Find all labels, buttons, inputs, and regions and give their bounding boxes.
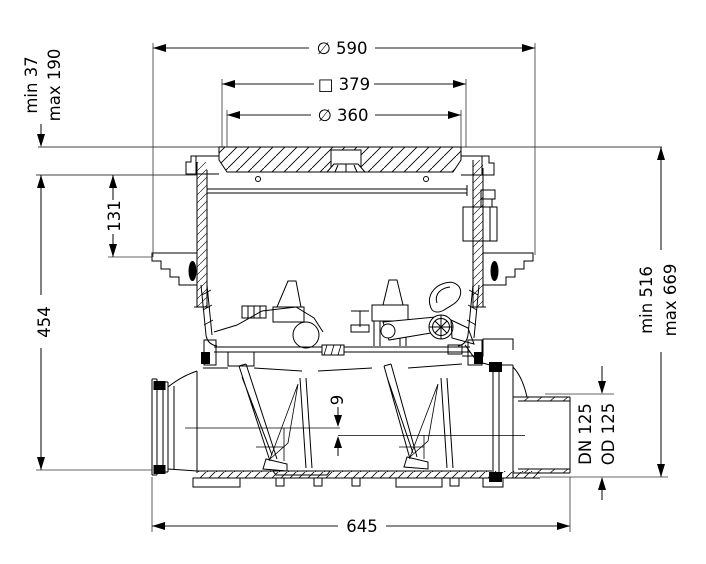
dim-label-cover-diameter: ∅ 590 <box>316 39 367 58</box>
shaft-boss <box>292 321 320 349</box>
dimension-cover-diameter: ∅ 590 <box>152 37 536 257</box>
chamber-cross-section <box>151 146 571 488</box>
foot <box>351 477 361 487</box>
flap2-open-phantom <box>409 383 439 458</box>
cover-screw-right <box>423 176 429 182</box>
dim-label-outlet-dn: DN 125 <box>576 403 595 465</box>
dimension-total-height: min 516 max 669 <box>540 147 680 478</box>
locking-knob-1 <box>276 280 302 308</box>
flange-left <box>151 252 198 286</box>
base-hatched-strip <box>197 471 540 478</box>
dim-label-invert-drop: 9 <box>328 395 347 406</box>
dimension-opening-diameter: ∅ 360 <box>226 104 462 147</box>
outlet-pipe <box>513 396 571 474</box>
inlet-socket <box>151 370 198 476</box>
backwater-flap-1 <box>227 351 313 472</box>
dimension-outlet-pipe: DN 125 OD 125 <box>545 366 618 500</box>
locking-knob-2 <box>382 279 404 306</box>
dim-label-cover-adjust-max: max 190 <box>45 49 64 122</box>
flap2-hinge <box>403 456 429 470</box>
flap1-open-phantom <box>269 383 299 460</box>
dim-label-upper-depth: 131 <box>105 200 124 232</box>
chamber1-rear-wall <box>299 377 313 469</box>
cover-edge-right <box>461 155 495 176</box>
foot <box>449 477 460 487</box>
body-top-edges <box>196 363 463 473</box>
cover-seat-ring <box>206 185 468 196</box>
grip-handle <box>429 281 462 313</box>
dim-label-total-height-max: max 669 <box>661 264 680 337</box>
flap1-hinge <box>262 458 288 472</box>
clamp-detail <box>462 206 498 242</box>
dim-label-outlet-od: OD 125 <box>599 403 618 465</box>
outlet-seal-bottom <box>489 472 502 482</box>
foot <box>313 477 323 487</box>
lever-link <box>450 319 475 345</box>
flange-screw-right <box>490 261 499 281</box>
dimension-cover-adjust: min 37 max 190 <box>22 49 64 147</box>
dim-label-cover-adjust-min: min 37 <box>22 56 41 113</box>
upper-wall-left <box>197 162 207 307</box>
inlet-seal-top <box>153 381 166 390</box>
cover-screw-left <box>255 176 261 182</box>
chamber2-rear-wall <box>440 377 454 469</box>
inlet-seal-bottom <box>153 465 166 474</box>
dimension-overall-length: 645 <box>151 477 571 536</box>
dimension-upper-depth: 131 <box>105 175 152 258</box>
valve-mechanism <box>201 279 483 366</box>
dimension-invert-drop: 9 <box>185 395 525 456</box>
rod-coupling <box>321 344 345 356</box>
slope-plate <box>213 306 324 333</box>
outlet-socket <box>462 338 571 482</box>
flange-screw-left <box>188 261 197 281</box>
dimension-frame-square: □ 379 <box>221 73 467 147</box>
lower-walls <box>200 284 480 347</box>
base <box>192 471 540 488</box>
upper-wall-right <box>473 160 483 307</box>
backwater-flap-2 <box>383 363 454 470</box>
dimension-inlet-depth: 454 <box>35 175 152 471</box>
valve-body <box>151 338 571 488</box>
dim-label-total-height-min: min 516 <box>637 266 656 334</box>
flange-right <box>482 252 534 286</box>
dim-label-inlet-depth: 454 <box>35 306 54 338</box>
dim-label-opening-diameter: ∅ 360 <box>317 106 368 125</box>
foot <box>395 477 443 488</box>
dim-label-overall-length: 645 <box>346 517 378 536</box>
dim-label-frame-square: □ 379 <box>318 75 370 94</box>
upper-section <box>194 160 498 308</box>
cover-assembly <box>185 146 495 196</box>
outlet-seal-top <box>489 362 502 372</box>
lower-section <box>151 252 534 347</box>
foot <box>275 477 285 487</box>
foot <box>192 477 241 488</box>
